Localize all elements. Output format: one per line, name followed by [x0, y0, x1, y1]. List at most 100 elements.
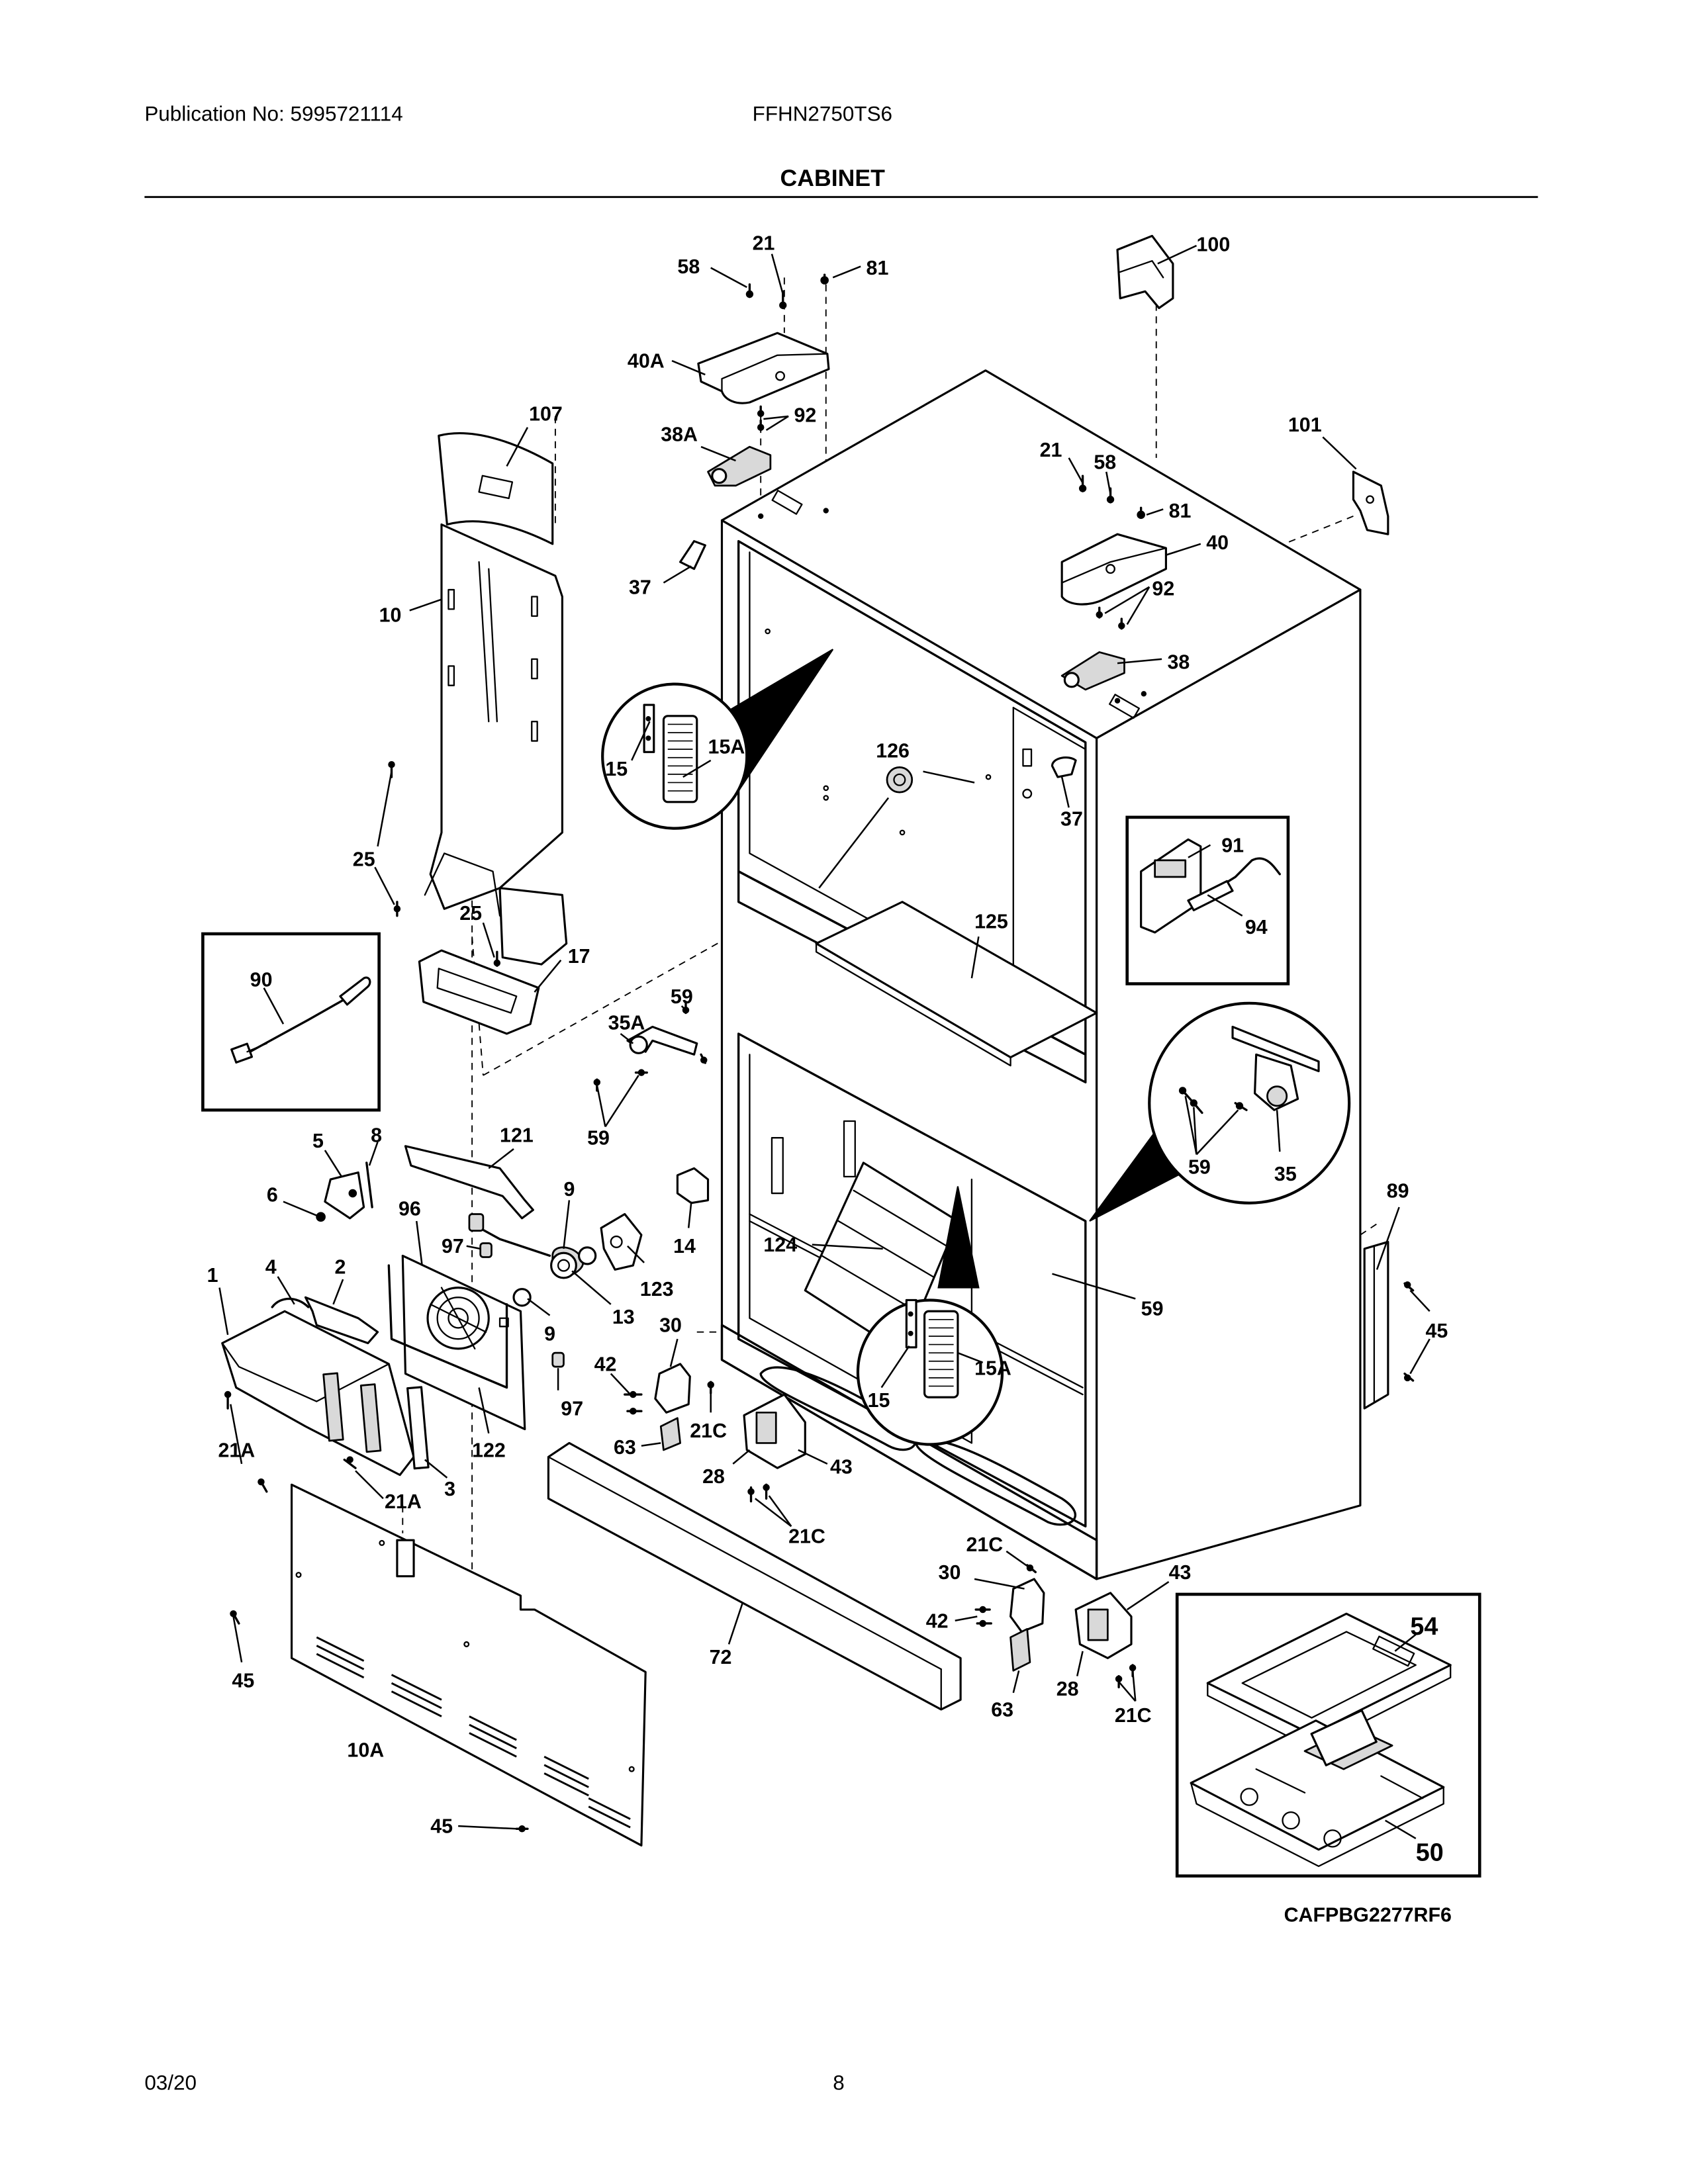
- callout-40a: 40A: [628, 350, 665, 373]
- callout-58: 58: [677, 255, 700, 278]
- callout-9: 9: [563, 1178, 575, 1201]
- page-title: CABINET: [780, 165, 886, 191]
- left-leveler-assembly: [624, 1363, 806, 1503]
- shelf-part: [815, 901, 1098, 1067]
- callout-54: 54: [1410, 1612, 1438, 1640]
- diagram-code: CAFPBG2277RF6: [1284, 1904, 1452, 1927]
- callout-94: 94: [1245, 916, 1268, 938]
- callout-21c: 21C: [788, 1525, 825, 1547]
- left-hinge-assembly: [697, 273, 830, 487]
- callout-97: 97: [442, 1235, 464, 1257]
- top-bracket-part: [1116, 234, 1174, 310]
- callout-59: 59: [587, 1127, 610, 1150]
- evaporator-cover-assembly: [221, 1296, 430, 1493]
- callout-8: 8: [371, 1124, 382, 1146]
- callout-126: 126: [876, 740, 910, 762]
- callout-59: 59: [1188, 1156, 1211, 1179]
- callout-92: 92: [794, 404, 817, 426]
- filter-detail-circle-lower: [856, 1186, 1004, 1446]
- callout-28: 28: [702, 1465, 725, 1488]
- callout-59: 59: [1141, 1298, 1164, 1320]
- fan-assembly: [316, 1145, 643, 1431]
- callout-101: 101: [1288, 414, 1322, 436]
- callout-123: 123: [640, 1278, 674, 1300]
- control-panel-part: [438, 432, 554, 545]
- callout-10: 10: [379, 604, 402, 626]
- callout-37: 37: [629, 576, 651, 598]
- callout-37: 37: [1060, 807, 1083, 830]
- callout-81: 81: [1169, 500, 1192, 522]
- leader-lines: [218, 244, 1430, 1840]
- callout-43: 43: [1169, 1561, 1192, 1584]
- callout-107: 107: [529, 402, 563, 425]
- callout-15a: 15A: [708, 735, 745, 758]
- callout-21a: 21A: [385, 1490, 422, 1513]
- callout-28: 28: [1056, 1678, 1079, 1700]
- inset-box-91-94: [1125, 815, 1290, 985]
- callout-9: 9: [544, 1322, 555, 1345]
- callout-17: 17: [568, 945, 590, 968]
- callout-92: 92: [1152, 577, 1174, 600]
- callout-122: 122: [472, 1439, 506, 1461]
- hinge-detail-circle: [1089, 1001, 1351, 1222]
- callout-81: 81: [867, 257, 889, 279]
- clip-part: [676, 1167, 710, 1205]
- inset-box-50-54: [1175, 1592, 1481, 1878]
- callout-100: 100: [1197, 233, 1231, 255]
- callout-45: 45: [1425, 1320, 1448, 1342]
- callout-38a: 38A: [661, 424, 698, 446]
- callout-10a: 10A: [347, 1739, 384, 1761]
- publication-number: Publication No: 5995721114: [144, 102, 402, 125]
- callout-15a: 15A: [974, 1357, 1011, 1380]
- page-number: 8: [833, 2071, 844, 2094]
- callout-2: 2: [335, 1256, 346, 1279]
- footer-date: 03/20: [144, 2071, 197, 2094]
- air-duct-part: [424, 523, 568, 966]
- callout-59: 59: [671, 985, 693, 1008]
- callout-58: 58: [1094, 451, 1116, 474]
- callout-25: 25: [459, 902, 482, 925]
- callout-45: 45: [232, 1669, 254, 1692]
- callout-14: 14: [673, 1235, 696, 1257]
- callout-21c: 21C: [1115, 1704, 1152, 1727]
- callout-124: 124: [763, 1234, 797, 1256]
- tray-part: [418, 949, 540, 1035]
- callout-4: 4: [265, 1256, 277, 1279]
- callout-72: 72: [710, 1646, 732, 1668]
- sensor-part: [818, 766, 975, 889]
- callout-21a: 21A: [218, 1439, 255, 1461]
- side-bracket-part: [1352, 471, 1389, 535]
- callout-96: 96: [399, 1198, 421, 1220]
- callout-125: 125: [974, 911, 1008, 933]
- callout-15: 15: [605, 758, 628, 780]
- callout-15: 15: [868, 1389, 890, 1412]
- rear-access-panel: [290, 1483, 647, 1847]
- callout-30: 30: [939, 1561, 961, 1584]
- callout-3: 3: [444, 1478, 455, 1500]
- right-leveler-assembly: [974, 1564, 1137, 1689]
- callout-63: 63: [614, 1436, 636, 1459]
- callout-63: 63: [991, 1698, 1013, 1721]
- callout-45: 45: [430, 1815, 453, 1838]
- callout-42: 42: [594, 1353, 617, 1375]
- callout-91: 91: [1221, 834, 1244, 856]
- side-plate-part: [1363, 1240, 1415, 1410]
- callout-90: 90: [250, 969, 273, 991]
- callout-6: 6: [267, 1184, 278, 1206]
- callout-21: 21: [1040, 439, 1062, 461]
- callout-13: 13: [612, 1306, 635, 1328]
- callout-21c: 21C: [966, 1533, 1003, 1556]
- toe-grille-part: [547, 1441, 962, 1711]
- callout-35: 35: [1274, 1163, 1297, 1185]
- callout-97: 97: [561, 1398, 583, 1420]
- callout-40: 40: [1206, 531, 1229, 554]
- inset-box-90: [201, 932, 381, 1112]
- callout-43: 43: [830, 1456, 853, 1479]
- model-number: FFHN2750TS6: [753, 102, 892, 125]
- hinge-35a-part: [593, 1001, 708, 1092]
- callout-1: 1: [207, 1264, 218, 1287]
- right-hinge-assembly: [1060, 475, 1167, 691]
